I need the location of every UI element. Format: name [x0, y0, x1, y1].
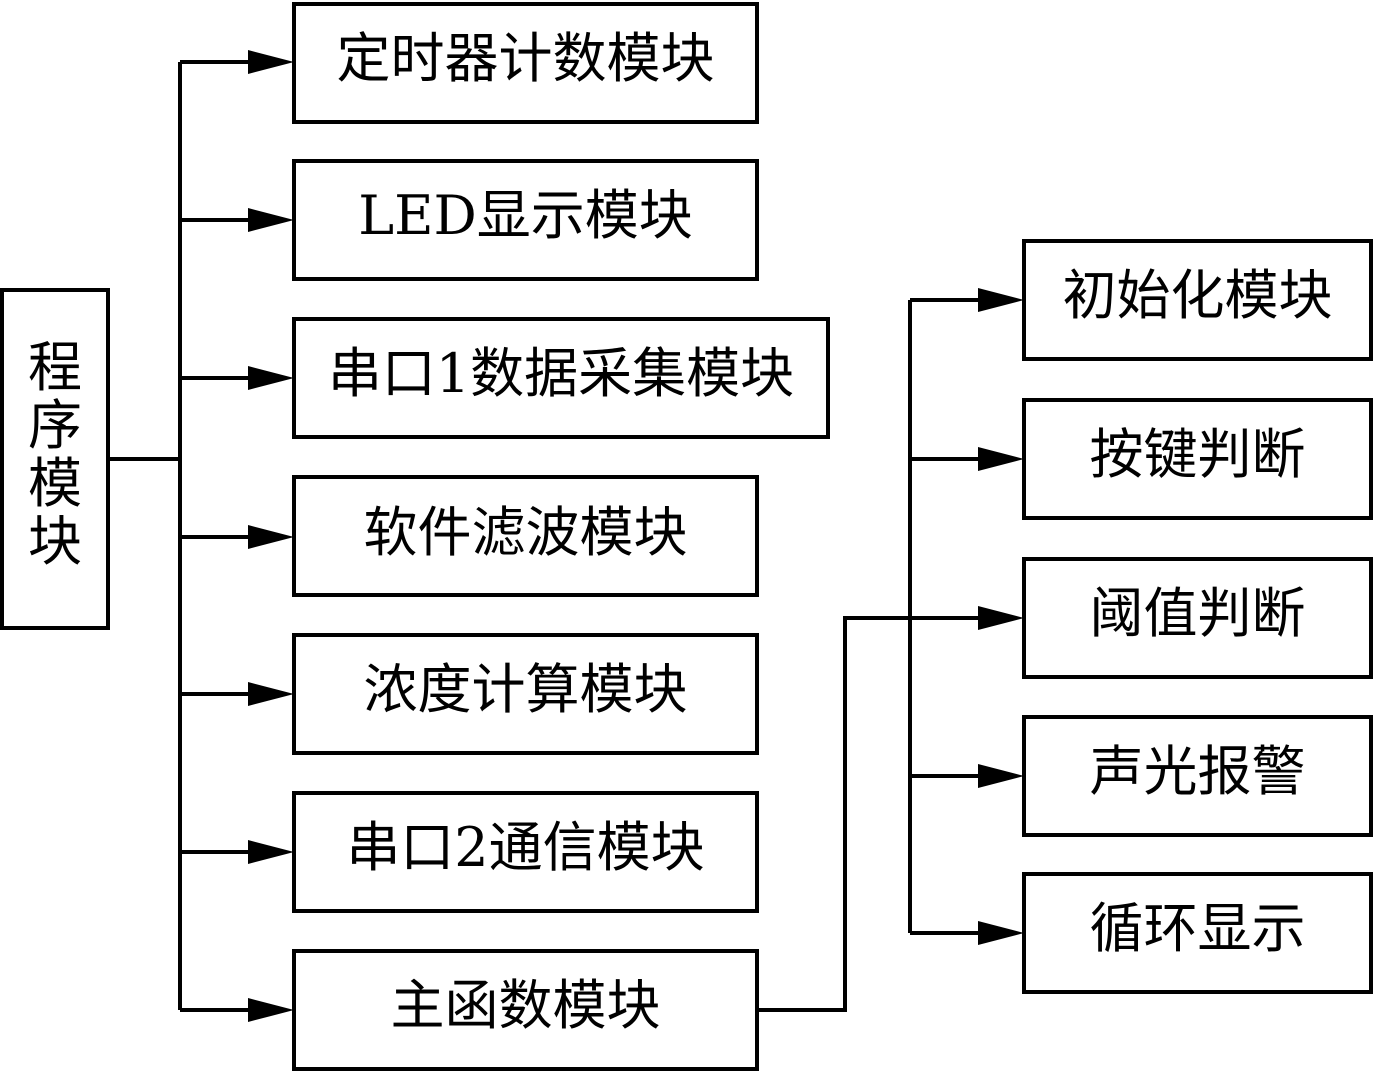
module-label: 软件滤波模块 — [364, 501, 688, 564]
main-connectors — [757, 288, 1024, 1012]
arrowhead-icon — [248, 682, 294, 706]
root-label-line: 序 — [28, 394, 82, 457]
sub-module-box: 初始化模块 — [1022, 239, 1373, 361]
root-label-line: 块 — [28, 510, 82, 573]
module-label: 浓度计算模块 — [364, 658, 688, 721]
sub-module-box: 阈值判断 — [1022, 557, 1373, 679]
module-box: 定时器计数模块 — [292, 2, 759, 124]
sub-module-box: 声光报警 — [1022, 715, 1373, 837]
module-label: 串口2通信模块 — [346, 816, 704, 879]
module-box: LED显示模块 — [292, 159, 759, 281]
sub-module-label: 初始化模块 — [1063, 264, 1333, 327]
module-box: 浓度计算模块 — [292, 633, 759, 755]
arrowhead-icon — [978, 447, 1024, 471]
sub-module-label: 阈值判断 — [1090, 582, 1306, 645]
module-box: 串口1数据采集模块 — [292, 317, 830, 439]
module-box: 软件滤波模块 — [292, 475, 759, 597]
main-stub-line — [757, 616, 910, 1012]
arrowhead-icon — [248, 998, 294, 1022]
root-connectors — [108, 50, 294, 1022]
sub-module-box: 循环显示 — [1022, 872, 1373, 994]
module-box: 串口2通信模块 — [292, 791, 759, 913]
module-label: 串口1数据采集模块 — [328, 342, 794, 405]
module-label: LED显示模块 — [358, 184, 693, 247]
sub-module-box: 按键判断 — [1022, 398, 1373, 520]
module-label: 主函数模块 — [391, 974, 661, 1037]
arrowhead-icon — [248, 50, 294, 74]
sub-module-label: 按键判断 — [1090, 423, 1306, 486]
arrowhead-icon — [978, 764, 1024, 788]
sub-module-label: 循环显示 — [1090, 897, 1306, 960]
arrowhead-icon — [978, 921, 1024, 945]
sub-module-label: 声光报警 — [1090, 740, 1306, 803]
arrowhead-icon — [248, 525, 294, 549]
arrowhead-icon — [248, 840, 294, 864]
arrowhead-icon — [978, 606, 1024, 630]
root-box: 程 序 模 块 — [0, 288, 110, 630]
root-label-line: 模 — [28, 452, 82, 515]
arrowhead-icon — [248, 208, 294, 232]
main-function-box: 主函数模块 — [292, 949, 759, 1071]
module-label: 定时器计数模块 — [337, 27, 715, 90]
arrowhead-icon — [978, 288, 1024, 312]
root-label-line: 程 — [28, 336, 82, 399]
arrowhead-icon — [248, 366, 294, 390]
